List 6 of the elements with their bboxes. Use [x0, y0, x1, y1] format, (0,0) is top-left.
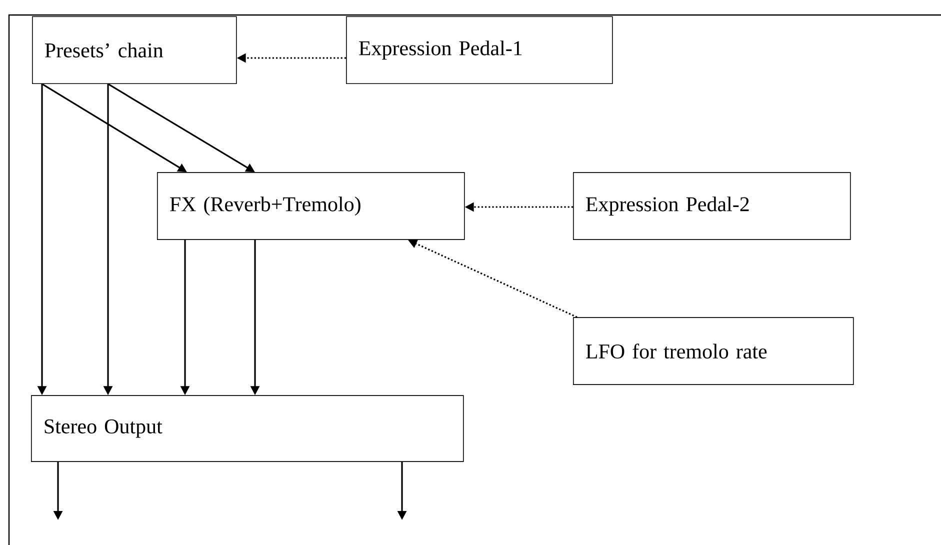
process-box: Presets’ chain — [32, 16, 237, 84]
process-box: LFO for tremolo rate — [573, 317, 854, 385]
process-box: Expression Pedal-1 — [346, 16, 613, 84]
process-box: Stereo Output — [31, 395, 464, 462]
process-box: Expression Pedal-2 — [573, 172, 851, 240]
process-box: FX (Reverb+Tremolo) — [157, 172, 465, 240]
